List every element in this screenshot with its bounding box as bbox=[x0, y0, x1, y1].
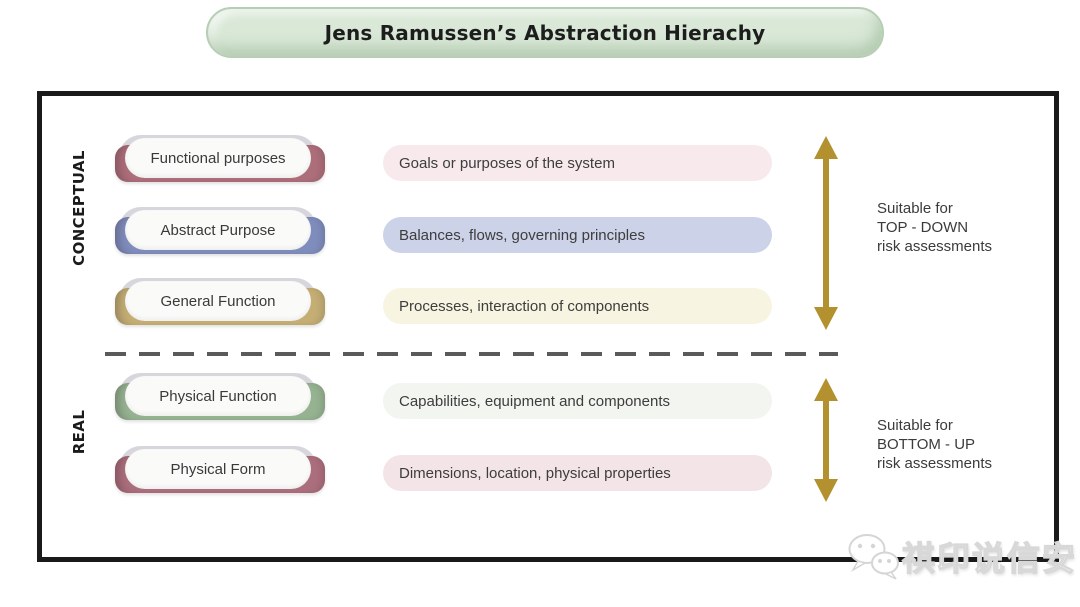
top-down-annotation: Suitable for TOP - DOWN risk assessments bbox=[877, 199, 992, 256]
description-text: Balances, flows, governing principles bbox=[399, 226, 645, 244]
top-down-arrow bbox=[814, 136, 838, 330]
watermark: 祺印说信安 bbox=[846, 532, 1077, 580]
level-pill-abstract-purpose: Abstract Purpose bbox=[115, 207, 325, 257]
bottom-up-arrow bbox=[814, 378, 838, 502]
pill-label: Physical Form bbox=[125, 449, 311, 489]
description-text: Processes, interaction of components bbox=[399, 297, 650, 315]
wechat-icon bbox=[848, 534, 899, 580]
title-banner: Jens Ramussen’s Abstraction Hierachy bbox=[206, 7, 884, 58]
description-box: Balances, flows, governing principles bbox=[383, 217, 772, 253]
pill-label: Physical Function bbox=[125, 376, 311, 416]
annotation-line: TOP - DOWN bbox=[877, 219, 969, 236]
conceptual-section-label: CONCEPTUAL bbox=[70, 150, 88, 266]
description-box: Goals or purposes of the system bbox=[383, 145, 772, 181]
pill-label: General Function bbox=[125, 281, 311, 321]
pill-label: Functional purposes bbox=[125, 138, 311, 178]
description-box: Capabilities, equipment and components bbox=[383, 383, 772, 419]
annotation-line: risk assessments bbox=[877, 238, 993, 255]
real-section-label: REAL bbox=[70, 409, 88, 455]
description-text: Goals or purposes of the system bbox=[399, 154, 615, 172]
bottom-up-annotation: Suitable for BOTTOM - UP risk assessment… bbox=[877, 416, 992, 473]
annotation-line: risk assessments bbox=[877, 455, 993, 472]
annotation-line: BOTTOM - UP bbox=[877, 436, 976, 453]
annotation-line: Suitable for bbox=[877, 417, 953, 434]
page-title: Jens Ramussen’s Abstraction Hierachy bbox=[324, 20, 766, 45]
level-pill-general-function: General Function bbox=[115, 278, 325, 328]
level-pill-physical-form: Physical Form bbox=[115, 446, 325, 496]
description-box: Processes, interaction of components bbox=[383, 288, 772, 324]
description-text: Capabilities, equipment and components bbox=[399, 392, 671, 410]
level-pill-physical-function: Physical Function bbox=[115, 373, 325, 423]
diagram-frame bbox=[37, 91, 1059, 562]
description-text: Dimensions, location, physical propertie… bbox=[399, 464, 671, 482]
watermark-text: 祺印说信安 bbox=[901, 539, 1077, 577]
annotation-line: Suitable for bbox=[877, 200, 953, 217]
description-box: Dimensions, location, physical propertie… bbox=[383, 455, 772, 491]
conceptual-real-divider bbox=[105, 352, 838, 356]
level-pill-functional-purposes: Functional purposes bbox=[115, 135, 325, 185]
pill-label: Abstract Purpose bbox=[125, 210, 311, 250]
